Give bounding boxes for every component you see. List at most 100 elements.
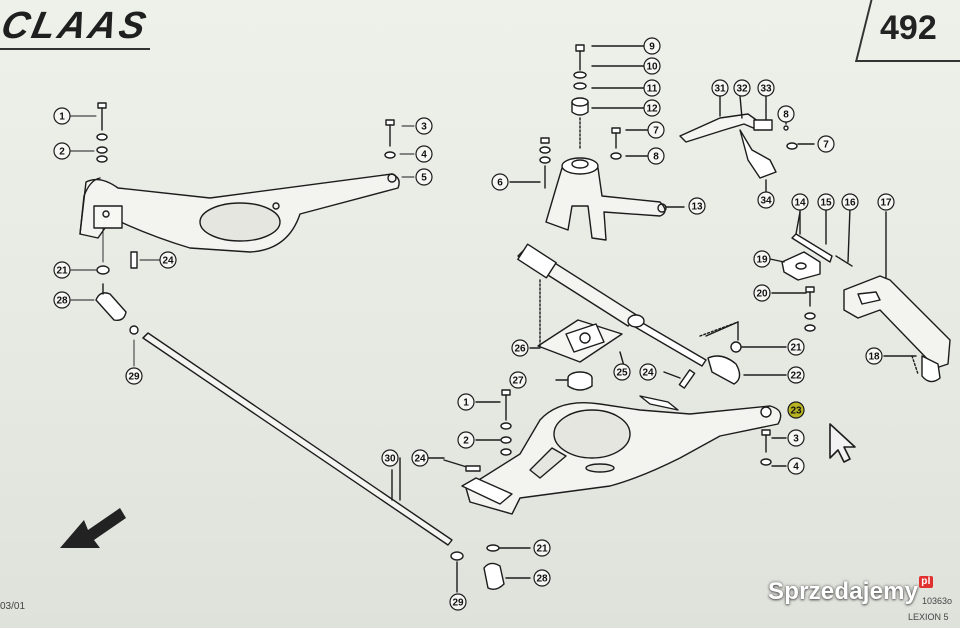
- callout-label: 28: [536, 574, 548, 585]
- footer-drawing-code: 10363o: [922, 596, 953, 606]
- callout-7: 7: [647, 121, 665, 139]
- callout-label: 21: [536, 544, 548, 555]
- callout-label: 17: [880, 198, 892, 209]
- callout-label: 34: [760, 196, 772, 207]
- callout-label: 32: [736, 84, 748, 95]
- callout-29: 29: [449, 593, 467, 611]
- hydraulic-cylinder: [517, 243, 787, 389]
- clamp-19: [769, 251, 821, 332]
- watermark-badge: pl: [919, 576, 933, 588]
- callout-label: 29: [128, 372, 140, 383]
- logo-underline: [0, 48, 150, 50]
- callout-label: 31: [714, 84, 726, 95]
- callout-24: 24: [411, 449, 429, 467]
- callout-2: 2: [457, 431, 475, 449]
- callout-label: 3: [793, 434, 799, 445]
- callout-label: 4: [421, 150, 427, 161]
- ball-joint-28-lower: [450, 544, 531, 593]
- callout-17: 17: [877, 193, 895, 211]
- callout-12: 12: [643, 99, 661, 117]
- callout-label: 23: [790, 406, 802, 417]
- callout-label: 3: [421, 122, 427, 133]
- footer-model: LEXION 5: [908, 612, 949, 622]
- callout-label: 21: [56, 266, 68, 277]
- callout-label: 33: [760, 84, 772, 95]
- callout-28: 28: [53, 291, 71, 309]
- lever-assembly-31-34: [679, 95, 815, 195]
- bolt-3-stack: [384, 119, 396, 159]
- callout-label: 6: [497, 178, 503, 189]
- callout-label: 27: [512, 376, 524, 387]
- callout-20: 20: [753, 284, 771, 302]
- callout-33: 33: [757, 79, 775, 97]
- callout-label: 14: [794, 198, 806, 209]
- callout-label: 2: [463, 436, 469, 447]
- callout-label: 11: [647, 84, 658, 95]
- callout-label: 28: [56, 296, 68, 307]
- callout-4: 4: [787, 457, 805, 475]
- tie-rod-30: [142, 332, 453, 546]
- callout-label: 10: [646, 62, 658, 73]
- leaders-upper-left: [69, 115, 415, 367]
- callout-8: 8: [777, 105, 795, 123]
- callout-31: 31: [711, 79, 729, 97]
- callout-label: 4: [793, 462, 799, 473]
- callout-label: 24: [642, 368, 654, 379]
- mouse-cursor-icon: [829, 423, 856, 463]
- callout-16: 16: [841, 193, 859, 211]
- callout-label: 7: [823, 140, 829, 151]
- callout-label: 1: [463, 398, 469, 409]
- callout-label: 22: [790, 371, 802, 382]
- callout-9: 9: [643, 37, 661, 55]
- lower-arm-bracket: [461, 395, 782, 515]
- callout-25: 25: [613, 363, 631, 381]
- callout-label: 13: [691, 202, 703, 213]
- callout-23: 23: [787, 401, 805, 419]
- support-bracket-17: [843, 211, 951, 383]
- callout-2: 2: [53, 142, 71, 160]
- lower-arm-hardware: [427, 389, 787, 472]
- callout-4: 4: [415, 145, 433, 163]
- callout-label: 25: [616, 368, 628, 379]
- ball-joint-28-upper: [95, 251, 139, 335]
- callout-26: 26: [511, 339, 529, 357]
- pivot-housing: [509, 44, 685, 241]
- callout-24: 24: [639, 363, 657, 381]
- callout-label: 9: [649, 42, 655, 53]
- callout-label: 29: [452, 598, 464, 609]
- callout-label: 1: [59, 112, 65, 123]
- callout-label: 8: [783, 110, 789, 121]
- direction-arrow-icon: [60, 508, 126, 548]
- callout-10: 10: [643, 57, 661, 75]
- callout-19: 19: [753, 250, 771, 268]
- upper-left-bracket: [79, 173, 400, 253]
- callout-1: 1: [53, 107, 71, 125]
- callout-13: 13: [688, 197, 706, 215]
- callout-21: 21: [787, 338, 805, 356]
- callout-5: 5: [415, 168, 433, 186]
- callout-30: 30: [381, 449, 399, 467]
- pin-assembly-14-16: [791, 207, 853, 267]
- callout-label: 18: [868, 352, 880, 363]
- callout-label: 15: [820, 198, 832, 209]
- callout-32: 32: [733, 79, 751, 97]
- callout-34: 34: [757, 191, 775, 209]
- callout-22: 22: [787, 366, 805, 384]
- callout-3: 3: [787, 429, 805, 447]
- bolt-1-stack: [96, 102, 108, 163]
- callout-label: 16: [844, 198, 856, 209]
- callout-8: 8: [647, 147, 665, 165]
- callout-label: 7: [653, 126, 659, 137]
- callout-label: 21: [790, 343, 802, 354]
- callout-label: 19: [756, 255, 768, 266]
- callout-label: 24: [414, 454, 426, 465]
- callout-label: 12: [646, 104, 658, 115]
- callout-15: 15: [817, 193, 835, 211]
- callout-label: 5: [421, 173, 427, 184]
- callout-3: 3: [415, 117, 433, 135]
- mounting-plate-26: [529, 279, 739, 391]
